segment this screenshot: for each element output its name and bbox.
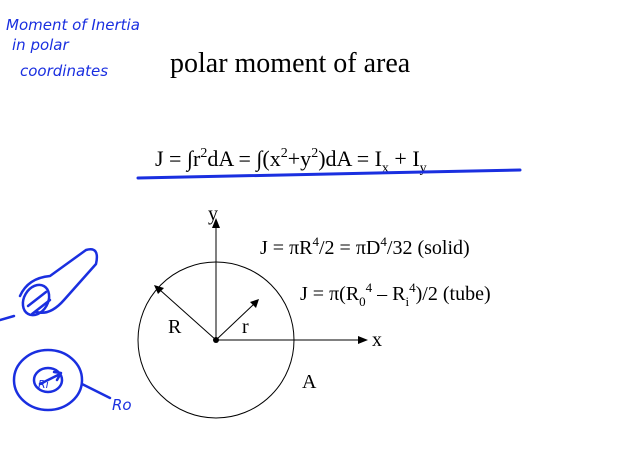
label-A: A xyxy=(302,371,317,393)
note-line-2: in polar xyxy=(12,36,70,54)
main-equation: J = ∫r2dA = ∫(x2+y2)dA = Ix + Iy xyxy=(155,146,427,176)
tube-hatching xyxy=(26,290,52,316)
note-line-1: Moment of Inertia xyxy=(6,16,140,34)
ri-label: Ri xyxy=(38,378,49,391)
radius-R-line xyxy=(159,289,217,341)
inner-ring xyxy=(32,366,64,394)
tube-pointer xyxy=(0,314,16,322)
solid-formula: J = πR4/2 = πD4/32 (solid) xyxy=(260,234,470,259)
x-axis-label: x xyxy=(372,329,382,351)
radius-r-arrow xyxy=(250,299,259,308)
equation-underline xyxy=(136,168,522,180)
note-line-3: coordinates xyxy=(20,62,108,80)
slide-title: polar moment of area xyxy=(170,48,411,79)
tube-formula: J = π(R04 – Ri4)/2 (tube) xyxy=(300,280,491,309)
ro-pointer xyxy=(80,382,112,400)
outer-ring xyxy=(12,348,84,412)
x-axis-arrow xyxy=(358,336,368,344)
handwritten-note: Moment of Inertia in polar coordinates xyxy=(6,16,140,80)
y-axis-label: y xyxy=(208,203,218,225)
equation-text: J = ∫r2dA = ∫(x2+y2)dA = Ix + Iy xyxy=(155,146,427,176)
label-r: r xyxy=(242,316,249,338)
label-R: R xyxy=(168,316,182,338)
radius-r-line xyxy=(215,303,255,341)
center-dot xyxy=(213,337,219,343)
tube-sketch xyxy=(0,248,112,412)
radius-R-arrow xyxy=(154,285,164,294)
ro-label: Ro xyxy=(112,396,132,414)
tube-body xyxy=(18,248,99,314)
tube-end xyxy=(21,283,51,317)
circle-diagram: y x R r A xyxy=(137,203,382,419)
ri-arrow xyxy=(38,370,63,386)
y-axis-arrow xyxy=(212,218,220,228)
